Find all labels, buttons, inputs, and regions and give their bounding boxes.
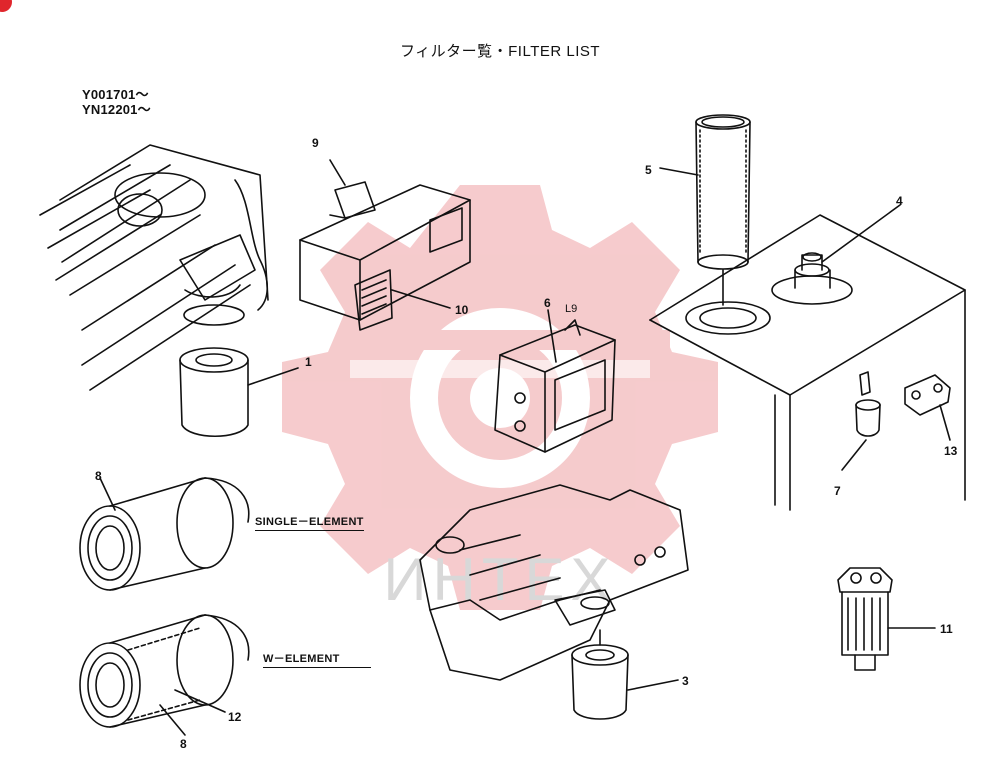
engine-block-bottom [419,484,689,681]
w-element-label: W－ELEMENT [263,650,371,668]
air-element-8-single [79,477,250,591]
machine-tank [649,204,966,511]
air-element-8-double [79,614,250,736]
serial-range-1: Y001701～ [82,87,149,102]
watermark-text: ИНТЕХ [383,546,616,613]
water-separator-13 [904,374,951,441]
small-label-l9: L9 [565,303,578,315]
line-filter-11 [837,567,936,671]
single-element-label: SINGLE－ELEMENT [255,513,364,531]
callout-11: 11 [940,622,953,636]
breather-unit [494,309,616,453]
callout-1: 1 [305,355,312,369]
callout-7: 7 [834,484,841,498]
engine-block-left [39,144,269,391]
callout-5: 5 [645,163,652,177]
callout-9: 9 [312,136,319,150]
corner-badge [0,0,12,12]
callout-3: 3 [682,674,689,688]
callout-8a: 8 [95,469,102,483]
callout-13: 13 [944,444,958,458]
callout-12: 12 [228,710,242,724]
oil-filter-1 [179,347,299,438]
oil-filter-3 [571,629,679,720]
air-element-5 [659,114,751,306]
callout-8b: 8 [180,737,187,751]
callout-4: 4 [896,194,903,208]
serial-range-2: YN12201～ [82,102,151,117]
fuel-filter-7 [841,371,881,471]
callout-6: 6 [544,296,551,310]
callout-10: 10 [455,303,469,317]
air-housing [299,159,471,331]
page-title: フィルター覧・FILTER LIST [399,43,601,60]
